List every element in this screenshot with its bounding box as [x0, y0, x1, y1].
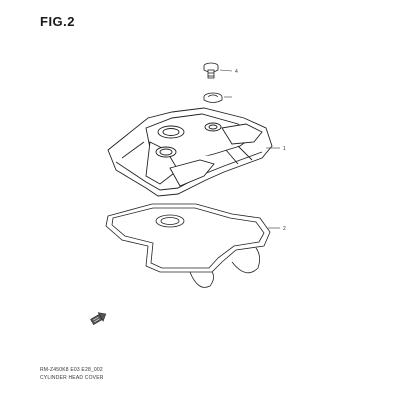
cover-bolt-part[interactable]	[203, 62, 219, 79]
cylinder-head-cover-part[interactable]	[107, 107, 273, 197]
cover-gasket-part[interactable]	[105, 203, 271, 288]
figure-title: FIG.2	[40, 14, 76, 29]
leader-lines	[219, 69, 280, 229]
figure-caption: CYLINDER HEAD COVER	[40, 375, 104, 381]
front-direction-arrow-icon	[90, 312, 107, 325]
callout-number-2: 2	[283, 226, 286, 232]
model-code: RM-Z450K8 E03 E28_002	[40, 367, 103, 373]
seal-washer-part[interactable]	[203, 92, 223, 103]
callout-number-3: 4	[235, 69, 238, 75]
figure-footer: RM-Z450K8 E03 E28_002 CYLINDER HEAD COVE…	[40, 366, 104, 382]
callout-number-1: 1	[283, 146, 286, 152]
